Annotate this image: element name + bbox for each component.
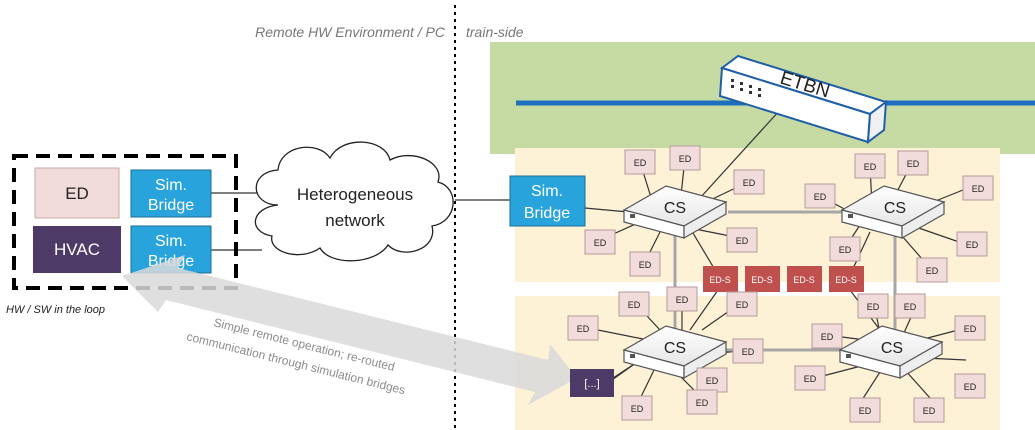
hvac-box[interactable] bbox=[33, 226, 121, 273]
ed-box-label: ED bbox=[736, 236, 749, 246]
ed-box-label: ED bbox=[639, 260, 652, 270]
network-label-line1: Heterogeneous bbox=[297, 185, 413, 204]
ed-box[interactable] bbox=[916, 257, 948, 283]
eds-label: ED-S bbox=[793, 275, 815, 285]
ed-box[interactable] bbox=[954, 315, 986, 341]
eds-label: ED-S bbox=[835, 275, 857, 285]
eds-label: ED-S bbox=[751, 275, 773, 285]
ed-box-label: ED bbox=[814, 192, 827, 202]
ed-box[interactable] bbox=[811, 323, 843, 349]
ed-box[interactable] bbox=[954, 373, 986, 399]
eds-box[interactable] bbox=[703, 266, 738, 292]
eds-box[interactable] bbox=[787, 266, 822, 292]
ed-box[interactable] bbox=[794, 365, 826, 391]
ed-box[interactable] bbox=[666, 286, 698, 312]
more-devices-label: [...] bbox=[584, 378, 599, 390]
ed-box-label: ED bbox=[972, 184, 985, 194]
ed-box-label: ED bbox=[964, 324, 977, 334]
ed-box[interactable] bbox=[897, 150, 929, 176]
ed-box-label: ED bbox=[964, 382, 977, 392]
cs-label-upper-right: CS bbox=[884, 200, 906, 217]
ed-box[interactable] bbox=[624, 149, 656, 175]
ed-box-label: ED bbox=[904, 302, 917, 312]
sim-bridge-ed[interactable] bbox=[130, 169, 212, 218]
cs-switch-upper-left[interactable] bbox=[622, 185, 728, 240]
ed-box-label: ED bbox=[676, 295, 689, 305]
network-label-line2: network bbox=[325, 211, 385, 230]
ed-box-label: ED bbox=[804, 374, 817, 384]
left-heading: Remote HW Environment / PC bbox=[255, 24, 446, 40]
ed-box-label: ED bbox=[706, 376, 719, 386]
cs-switch-lower-left[interactable] bbox=[622, 325, 728, 380]
ed-box[interactable] bbox=[726, 227, 758, 253]
ed-box[interactable] bbox=[696, 367, 728, 393]
ed-box[interactable] bbox=[732, 338, 764, 364]
ed-box-label: ED bbox=[839, 245, 852, 255]
ed-box-label: ED bbox=[907, 159, 920, 169]
ed-box[interactable] bbox=[956, 231, 988, 257]
ed-box-label: ED bbox=[742, 347, 755, 357]
cs-label-upper-left: CS bbox=[664, 200, 686, 217]
sim-bridge-train-line1: Sim. bbox=[531, 183, 563, 200]
ed-box[interactable] bbox=[894, 293, 926, 319]
right-heading: train-side bbox=[466, 24, 524, 40]
remote-ed-box[interactable] bbox=[34, 167, 120, 219]
cs-switch-upper-right[interactable] bbox=[840, 185, 946, 240]
ed-box[interactable] bbox=[629, 251, 661, 277]
ed-box[interactable] bbox=[913, 397, 945, 423]
sim-bridge-train-line2: Bridge bbox=[524, 205, 570, 222]
ed-box[interactable] bbox=[726, 291, 758, 317]
ed-box-label: ED bbox=[696, 398, 709, 408]
eds-row: ED-S ED-S ED-S ED-S bbox=[703, 266, 864, 292]
ed-box[interactable] bbox=[567, 315, 599, 341]
hil-boundary bbox=[12, 154, 238, 290]
sim-bridge-ed-line2: Bridge bbox=[148, 197, 194, 214]
eds-box[interactable] bbox=[745, 266, 780, 292]
ed-devices: ED ED ED ED ED ED ED ED ED ED ED ED ED E… bbox=[567, 145, 994, 423]
ed-box-label: ED bbox=[859, 406, 872, 416]
ed-box-label: ED bbox=[577, 324, 590, 334]
ed-box[interactable] bbox=[669, 145, 701, 171]
ed-box[interactable] bbox=[849, 397, 881, 423]
ed-box-label: ED bbox=[594, 238, 607, 248]
ed-box[interactable] bbox=[618, 291, 650, 317]
ed-box-label: ED bbox=[926, 266, 939, 276]
ed-box-label: ED bbox=[679, 154, 692, 164]
hvac-label: HVAC bbox=[54, 240, 100, 259]
ed-box[interactable] bbox=[584, 229, 616, 255]
ed-box[interactable] bbox=[857, 293, 889, 319]
eds-box[interactable] bbox=[829, 266, 864, 292]
etbn-device[interactable] bbox=[718, 54, 889, 145]
cs-switch-lower-right[interactable] bbox=[838, 325, 944, 380]
ed-box-label: ED bbox=[743, 178, 756, 188]
sim-bridge-train[interactable] bbox=[509, 175, 586, 227]
cs-label-lower-left: CS bbox=[664, 340, 686, 357]
ed-box-label: ED bbox=[631, 404, 644, 414]
remote-ed-label: ED bbox=[65, 184, 89, 203]
ed-box[interactable] bbox=[854, 153, 886, 179]
sim-bridge-ed-line1: Sim. bbox=[155, 177, 187, 194]
ed-box-label: ED bbox=[966, 240, 979, 250]
ed-box-label: ED bbox=[736, 300, 749, 310]
cs-label-lower-right: CS bbox=[881, 340, 903, 357]
ed-box-label: ED bbox=[821, 332, 834, 342]
ed-box[interactable] bbox=[733, 169, 765, 195]
ed-box-label: ED bbox=[864, 162, 877, 172]
cloud-icon bbox=[254, 141, 454, 262]
eds-label: ED-S bbox=[709, 275, 731, 285]
remote-operation-arrow bbox=[122, 255, 577, 405]
ed-box[interactable] bbox=[804, 183, 836, 209]
ed-box-label: ED bbox=[634, 158, 647, 168]
more-devices-box[interactable] bbox=[570, 369, 614, 397]
ed-box[interactable] bbox=[621, 395, 653, 421]
hil-caption: HW / SW in the loop bbox=[6, 304, 105, 316]
ed-box[interactable] bbox=[686, 389, 718, 415]
ed-box-label: ED bbox=[867, 302, 880, 312]
ed-box-label: ED bbox=[628, 300, 641, 310]
ed-box-label: ED bbox=[923, 406, 936, 416]
ed-box[interactable] bbox=[829, 236, 861, 262]
sim-bridge-hvac-line1: Sim. bbox=[155, 233, 187, 250]
ed-box[interactable] bbox=[962, 175, 994, 201]
